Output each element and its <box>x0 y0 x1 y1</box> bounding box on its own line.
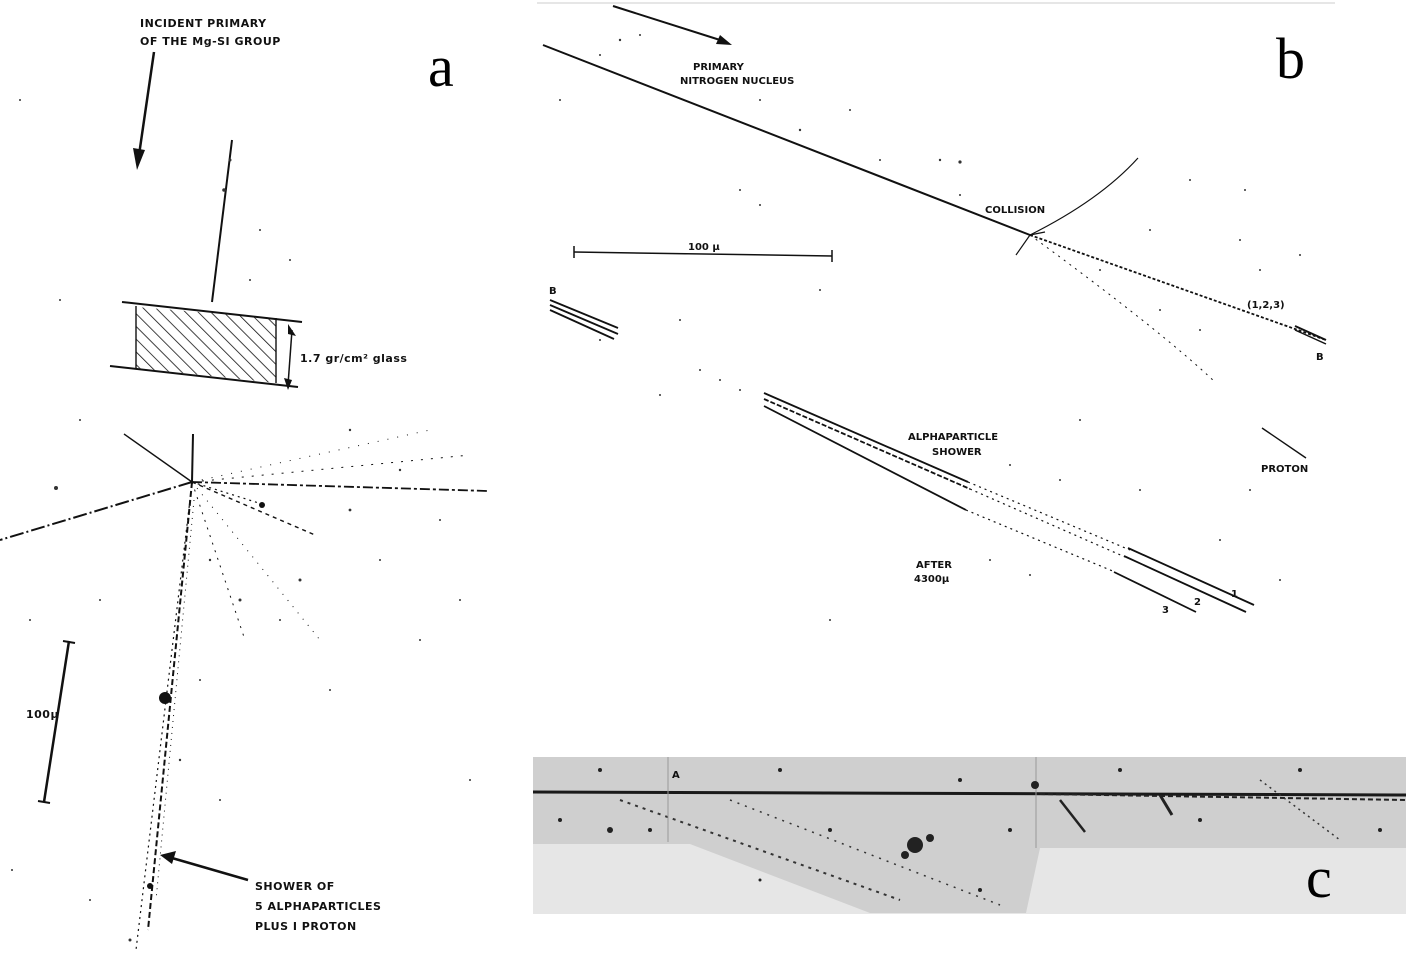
primary-label: PRIMARY <box>693 62 745 73</box>
micrograph-grains <box>558 768 1382 892</box>
shower-arrow-icon <box>160 851 249 882</box>
panel-b: b PRIMARY NITROGEN NUCLEUS COLLISION (1,… <box>537 2 1335 621</box>
shower-proton-label: PLUS I PROTON <box>255 920 357 933</box>
primary-direction-arrow-icon <box>612 5 732 45</box>
alpha-shower-tracks <box>763 392 1307 613</box>
shower-alpha-label: 5 ALPHAPARTICLES <box>255 900 381 913</box>
marker-b-right: B <box>1316 352 1324 363</box>
primary-nitrogen-track <box>542 44 1327 345</box>
incident-primary-group-label: OF THE Mg-SI GROUP <box>140 35 281 48</box>
track-label-3: 3 <box>1162 605 1169 616</box>
primary-nucleus-label: NITROGEN NUCLEUS <box>680 76 794 87</box>
incident-primary-label: INCIDENT PRIMARY <box>140 17 267 30</box>
glass-thickness-label: 1.7 gr/cm² glass <box>300 352 407 365</box>
scale-label-a: 100µ <box>26 708 59 721</box>
track-label-1: 1 <box>1231 589 1238 600</box>
panel-b-letter: b <box>1276 26 1305 91</box>
proton-label: PROTON <box>1261 464 1308 475</box>
glass-absorber <box>109 301 303 388</box>
panel-a-letter: a <box>428 34 454 99</box>
interaction-star <box>0 429 489 951</box>
panel-c: A c <box>532 757 1407 914</box>
panel-a: a INCIDENT PRIMARY OF THE Mg-SI GROUP 1.… <box>0 17 489 951</box>
thickness-arrow-icon <box>284 324 296 390</box>
collision-secondaries <box>1015 157 1216 383</box>
after-label: AFTER <box>916 560 952 571</box>
collision-label: COLLISION <box>985 205 1045 216</box>
scale-bar-a <box>37 640 76 804</box>
track-label-2: 2 <box>1194 597 1201 608</box>
shower-label: SHOWER OF <box>255 880 335 893</box>
alpha-shower-label: ALPHAPARTICLE <box>908 432 998 443</box>
primary-track <box>211 139 233 303</box>
panel-c-letter: c <box>1306 845 1332 910</box>
triplet-start-tracks <box>549 299 619 340</box>
incident-arrow-icon <box>133 51 156 170</box>
after-distance-label: 4300µ <box>914 574 950 585</box>
scale-label-b: 100 µ <box>688 242 720 253</box>
micrograph-track-mark: A <box>672 770 680 781</box>
emulsion-grains-a <box>11 99 471 942</box>
marker-b-left: B <box>549 286 557 297</box>
scale-bar-b <box>573 246 833 262</box>
micrograph-tracks <box>532 757 1407 906</box>
emulsion-grains-b <box>559 34 1301 621</box>
alpha-shower-sub-label: SHOWER <box>932 447 982 458</box>
triplet-label: (1,2,3) <box>1247 300 1285 311</box>
